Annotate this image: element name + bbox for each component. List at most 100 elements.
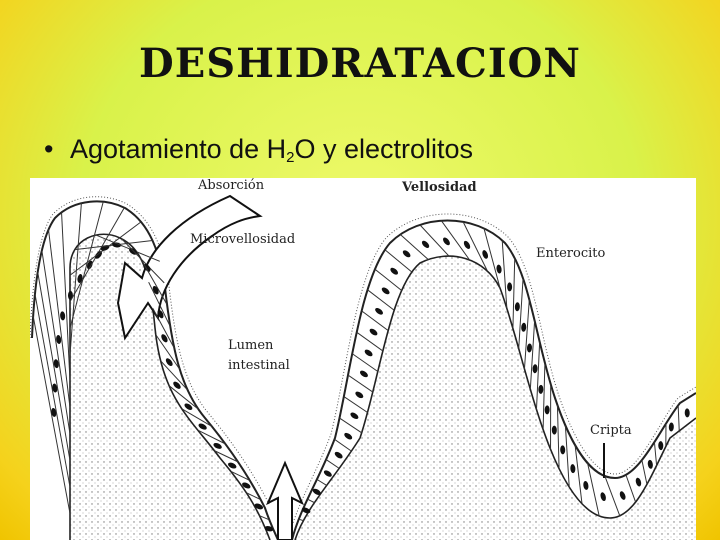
- bullet-dot-icon: •: [44, 134, 54, 164]
- label-absorcion: Absorción: [198, 178, 265, 193]
- cell-nucleus: [600, 492, 606, 502]
- brush-border-right: [287, 213, 696, 540]
- cell-wall: [69, 201, 104, 329]
- cell-nucleus: [583, 480, 589, 490]
- cell-wall: [564, 425, 570, 488]
- cell-nucleus: [344, 432, 353, 440]
- cell-nucleus: [184, 403, 193, 410]
- enterocyte-cells: [32, 201, 690, 532]
- cell-wall: [246, 492, 261, 501]
- cell-nucleus: [560, 445, 566, 455]
- cell-nucleus: [77, 274, 83, 283]
- cell-nucleus: [421, 240, 430, 248]
- cell-wall: [604, 475, 621, 517]
- cell-wall: [155, 334, 181, 370]
- epithelium-outer-right: [291, 219, 696, 540]
- cell-nucleus: [538, 384, 544, 394]
- label-intestinal: intestinal: [228, 358, 290, 373]
- cell-nucleus: [551, 425, 557, 435]
- cell-nucleus: [668, 422, 674, 432]
- cell-wall: [653, 442, 658, 466]
- cell-wall: [501, 240, 508, 309]
- cell-wall: [298, 518, 304, 522]
- cell-wall: [361, 310, 389, 331]
- cell-wall: [325, 459, 340, 469]
- cell-nucleus: [53, 359, 59, 369]
- cell-nucleus: [526, 343, 532, 353]
- cell-nucleus: [198, 423, 207, 430]
- cell-nucleus: [67, 290, 73, 300]
- villi-drawing: [30, 194, 696, 540]
- cell-wall: [316, 478, 327, 486]
- cell-wall: [259, 515, 270, 521]
- cell-nucleus: [570, 464, 576, 474]
- cell-wall: [32, 315, 71, 514]
- cell-nucleus: [112, 242, 122, 248]
- cell-nucleus: [514, 302, 520, 312]
- crypt-arrow-icon: [266, 460, 304, 540]
- cell-nucleus: [359, 370, 368, 378]
- cell-wall: [523, 299, 530, 369]
- cell-nucleus: [52, 383, 58, 393]
- cell-nucleus: [364, 349, 373, 357]
- cell-wall: [334, 438, 352, 452]
- cell-wall: [512, 258, 516, 329]
- cell-nucleus: [496, 264, 502, 274]
- label-vellosidad: Vellosidad: [402, 180, 477, 195]
- cell-nucleus: [242, 482, 251, 489]
- cell-wall: [48, 229, 71, 408]
- label-cripta: Cripta: [590, 423, 632, 438]
- label-microvellosidad: Microvellosidad: [190, 232, 296, 247]
- cell-wall: [400, 234, 429, 260]
- cell-nucleus: [635, 477, 642, 487]
- cell-wall: [339, 417, 362, 434]
- cell-wall: [214, 450, 239, 463]
- cell-wall: [641, 459, 648, 485]
- cell-wall: [587, 462, 600, 517]
- cell-wall: [535, 341, 541, 410]
- slide-title: DESHIDRATACION: [139, 40, 581, 87]
- cell-nucleus: [213, 442, 222, 449]
- cell-wall: [518, 278, 524, 349]
- cell-wall: [347, 374, 374, 393]
- cell-nucleus: [532, 364, 538, 374]
- cell-nucleus: [482, 250, 489, 259]
- cell-nucleus: [334, 451, 343, 459]
- cell-wall: [384, 249, 413, 273]
- cell-nucleus: [369, 328, 378, 336]
- cell-wall: [69, 203, 82, 355]
- bullet-item: •Agotamiento de H2O y electrolitos: [44, 134, 473, 166]
- label-lumen: Lumen: [228, 338, 274, 353]
- cell-wall: [152, 308, 175, 349]
- brush-border-left: [30, 196, 270, 505]
- cell-nucleus: [442, 237, 450, 246]
- cell-wall: [483, 228, 501, 289]
- cell-wall: [356, 331, 384, 352]
- cell-nucleus: [143, 263, 151, 272]
- cell-wall: [37, 272, 71, 461]
- cell-nucleus: [390, 267, 399, 275]
- cell-wall: [160, 360, 188, 391]
- cell-nucleus: [264, 526, 274, 532]
- cell-nucleus: [463, 240, 471, 249]
- cell-nucleus: [647, 459, 653, 469]
- cell-wall: [367, 289, 395, 311]
- cell-nucleus: [152, 286, 159, 295]
- cell-wall: [121, 238, 165, 284]
- cell-nucleus: [375, 307, 383, 315]
- cell-nucleus: [157, 309, 164, 319]
- cell-nucleus: [301, 507, 311, 514]
- cell-nucleus: [86, 260, 93, 270]
- label-enterocito: Enterocito: [536, 246, 606, 261]
- cell-wall: [440, 220, 471, 261]
- cell-nucleus: [161, 334, 168, 343]
- cell-wall: [168, 385, 199, 410]
- cell-nucleus: [402, 250, 411, 258]
- cell-nucleus: [381, 287, 390, 295]
- cell-wall: [181, 408, 213, 427]
- cell-wall: [148, 281, 171, 327]
- cell-wall: [462, 221, 488, 272]
- cell-wall: [197, 429, 226, 445]
- cell-wall: [625, 474, 637, 503]
